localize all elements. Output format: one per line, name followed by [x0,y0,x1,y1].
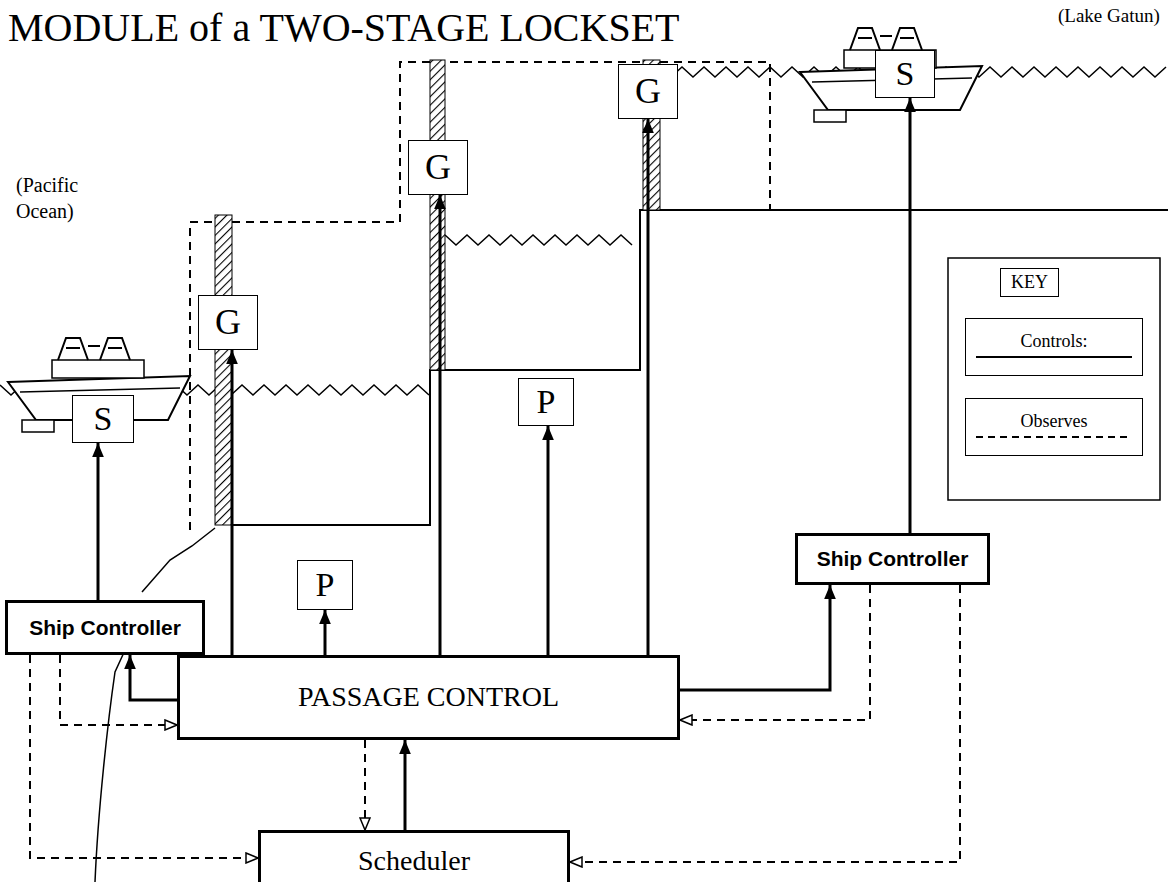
legend-sample [974,432,1134,442]
shore-line [95,648,126,882]
gate-box: G [618,64,678,119]
observes-arrow [60,655,177,725]
controller-box: Ship Controller [795,533,990,585]
node-text: Ship Controller [29,616,181,639]
region-label: (Lake Gatun) [1058,4,1160,29]
gate-post [215,215,232,525]
controls-arrow [439,195,442,655]
controls-arrow [547,426,550,655]
controls-arrow [647,119,650,655]
legend-sample [974,352,1134,362]
gate-box: G [198,295,258,350]
gate-post [430,60,445,370]
lock-walls [232,210,1168,525]
controls-arrow [130,655,177,700]
key-panel [948,258,1160,500]
water-surface [445,235,632,245]
node-text: P [537,383,556,420]
node-text: G [425,148,451,188]
observes-arrow [680,585,870,720]
pump-box: P [297,560,353,610]
observes-arrow [364,740,366,830]
controls-arrow [324,610,327,655]
shore-line [142,528,215,592]
node-text: S [94,400,113,437]
scheduler-box: Scheduler [258,830,570,882]
diagram-title: MODULE of a TWO-STAGE LOCKSET [8,4,680,51]
region-label: (Pacific Ocean) [16,172,128,224]
ship [800,28,982,122]
legend-item: Observes [965,398,1143,456]
node-text: Ship Controller [817,547,969,570]
observed-region [190,62,770,530]
key-heading: KEY [1000,268,1059,297]
controls-arrow [231,350,234,655]
ship-box: S [875,50,935,98]
ship-box: S [72,395,134,443]
node-text: G [215,303,241,343]
node-text: Scheduler [358,846,470,877]
control-box: PASSAGE CONTROL [177,655,680,740]
legend-text: Controls: [1020,332,1087,352]
node-text: G [635,72,661,112]
controls-arrow [909,98,912,533]
controls-arrow [97,443,100,600]
node-text: P [316,566,335,603]
water-surface [0,67,1166,395]
node-text: S [896,55,915,92]
legend-text: Observes [1021,412,1088,432]
node-text: PASSAGE CONTROL [298,682,559,713]
controller-box: Ship Controller [5,600,205,655]
controls-arrow [404,740,407,830]
controls-arrow [680,585,830,690]
pump-box: P [518,378,574,426]
legend-item: Controls: [965,318,1143,376]
gate-box: G [408,140,468,195]
